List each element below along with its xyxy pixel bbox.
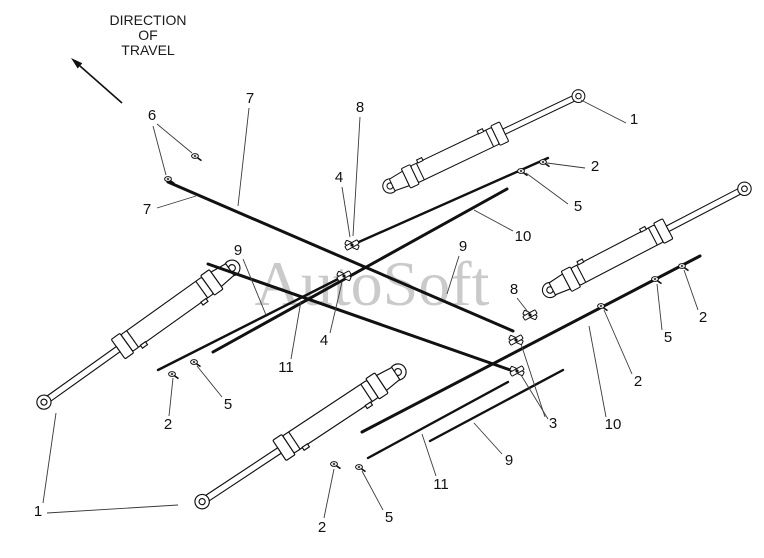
callout-number-4: 4 <box>335 169 343 186</box>
callout-leader-line <box>588 325 607 418</box>
callout-number-6: 6 <box>148 107 156 124</box>
callout-number-2: 2 <box>634 373 642 390</box>
tie-rod-group <box>156 156 702 460</box>
tie-rod-upper-left-to-lower-right <box>166 180 515 333</box>
callout-leader-line <box>361 470 384 511</box>
cylinder-bottom <box>188 356 413 518</box>
tie-rod-bottom-to-right <box>360 254 702 434</box>
cross-clamp-fitting <box>522 309 538 321</box>
callout-leader-line <box>520 343 546 418</box>
bolt-fitting <box>329 460 342 470</box>
callout-leader-line <box>520 374 549 420</box>
callout-leader-line <box>446 255 460 295</box>
callout-leader-line <box>525 172 569 205</box>
callout-leader-line <box>46 504 179 514</box>
direction-label-line1: DIRECTION <box>110 12 187 28</box>
callout-leader-line <box>196 365 223 398</box>
callout-number-9: 9 <box>459 238 467 255</box>
callout-number-5: 5 <box>574 198 582 215</box>
callout-number-3: 3 <box>549 415 557 432</box>
callout-number-1: 1 <box>34 503 42 520</box>
callout-leader-line <box>516 297 529 313</box>
callout-number-9: 9 <box>234 242 242 259</box>
callout-leader-line <box>290 300 302 360</box>
callout-number-10: 10 <box>605 416 622 433</box>
callout-number-4: 4 <box>320 332 328 349</box>
tie-rod-lower-left-to-upper-right <box>211 187 509 354</box>
callout-leader-line <box>156 195 197 209</box>
callout-leader-line <box>352 116 361 237</box>
callout-number-9: 9 <box>505 452 513 469</box>
tie-rod-short-lower-left <box>156 274 346 372</box>
tie-rod-short-bottom-2 <box>366 380 510 460</box>
tie-rod-short-bottom-1 <box>428 368 565 443</box>
callout-number-8: 8 <box>510 281 518 298</box>
cross-clamp-fitting <box>508 334 524 346</box>
callout-number-10: 10 <box>515 228 532 245</box>
direction-label-line2: OF <box>138 27 157 43</box>
callout-leader-line <box>473 209 514 232</box>
callout-leader-line <box>580 99 627 124</box>
cross-clamp-fitting <box>509 365 525 377</box>
bolt-fitting <box>190 152 203 162</box>
callout-leader-line <box>242 258 267 316</box>
bolt-fitting <box>167 370 180 380</box>
bolt-fitting <box>189 358 202 368</box>
callout-leader-line <box>168 377 174 417</box>
bolt-fitting <box>516 167 529 177</box>
bolt-fitting <box>354 463 367 473</box>
callout-leader-line <box>237 107 250 207</box>
callout-number-2: 2 <box>699 309 707 326</box>
callout-number-11: 11 <box>433 476 449 493</box>
callout-number-11: 11 <box>278 359 294 376</box>
callout-number-2: 2 <box>164 416 172 433</box>
cylinder-top <box>377 82 590 200</box>
bolt-fitting <box>677 262 690 272</box>
callout-leader-line <box>42 412 57 504</box>
direction-label-line3: TRAVEL <box>121 42 175 58</box>
callout-leader-line <box>152 125 167 176</box>
callout-leader-line <box>603 309 633 375</box>
direction-of-travel: DIRECTION OF TRAVEL <box>71 12 187 104</box>
callout-number-8: 8 <box>356 99 364 116</box>
callout-number-5: 5 <box>224 396 232 413</box>
direction-arrow-head <box>71 58 83 69</box>
callout-leader-line <box>683 269 699 311</box>
callout-leader-line <box>329 281 343 334</box>
callout-number-7: 7 <box>246 90 254 107</box>
callout-number-1: 1 <box>630 111 638 128</box>
callout-leader-line <box>546 162 586 169</box>
callout-number-5: 5 <box>385 509 393 526</box>
callout-leader-line <box>323 468 335 519</box>
callout-number-5: 5 <box>664 329 672 346</box>
callout-number-2: 2 <box>318 519 326 536</box>
cylinder-left <box>30 253 247 418</box>
callout-leader-line <box>341 186 351 238</box>
callout-leader-line <box>473 422 503 455</box>
tie-rod-left-to-lower-right <box>206 262 518 374</box>
callout-number-7: 7 <box>143 201 151 218</box>
callout-leader-line <box>156 123 193 154</box>
callout-leader-line <box>656 283 663 331</box>
callout-leader-line <box>421 433 437 477</box>
direction-arrow-shaft <box>79 65 123 104</box>
tie-rod-short-top-right <box>350 156 550 247</box>
callout-number-2: 2 <box>591 158 599 175</box>
